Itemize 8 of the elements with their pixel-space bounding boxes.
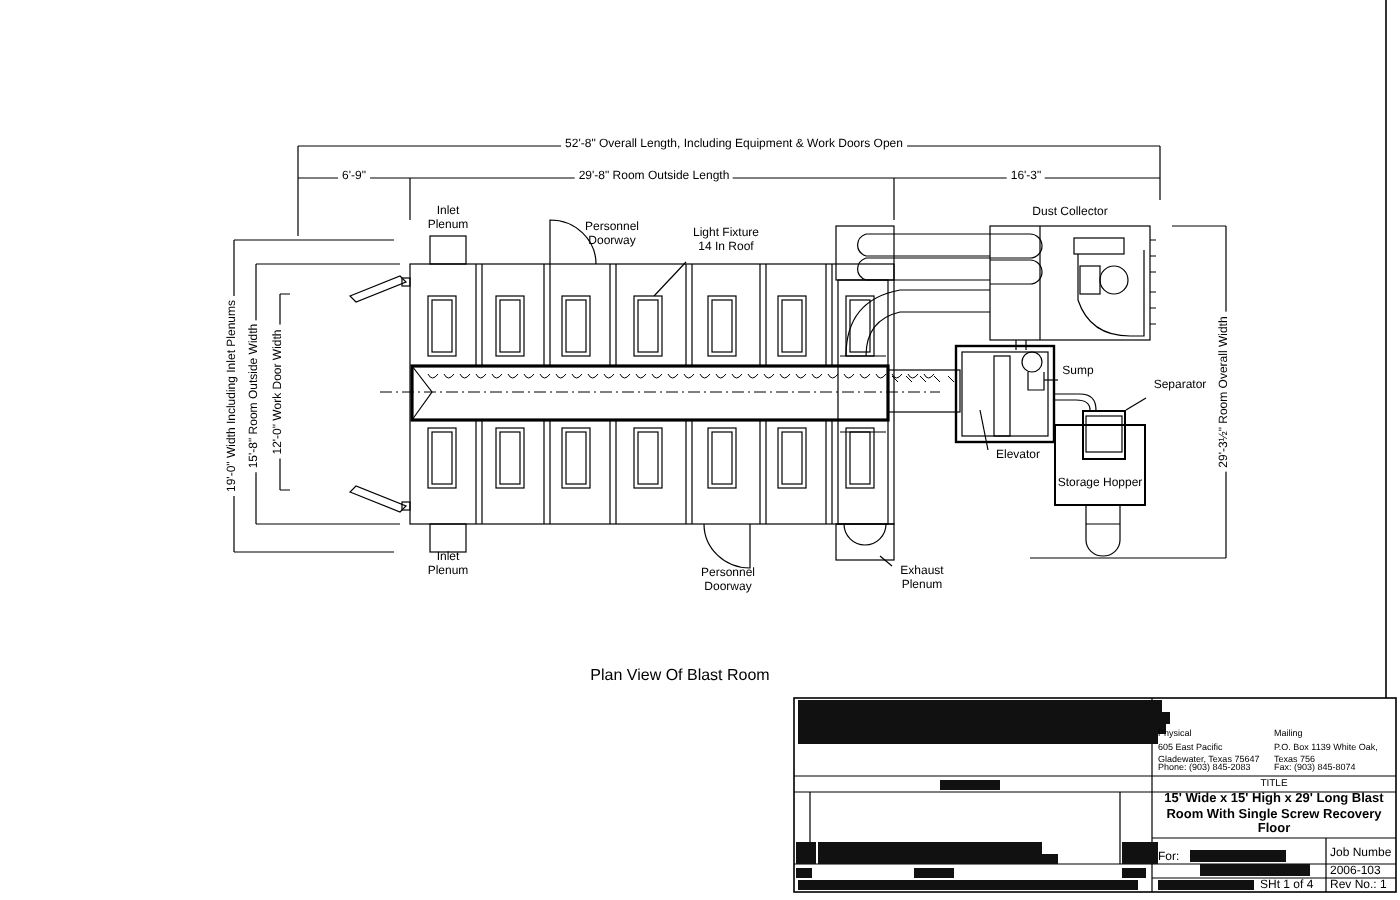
leader-line [653, 261, 687, 297]
leader-line [1125, 397, 1147, 411]
leader-line [979, 409, 989, 451]
leader-line [1043, 379, 1059, 381]
leader-line [879, 555, 893, 567]
equipment-box [1082, 410, 1126, 460]
storage-hopper-box [1054, 424, 1146, 506]
caption: Plan View Of Blast Room [590, 664, 770, 688]
